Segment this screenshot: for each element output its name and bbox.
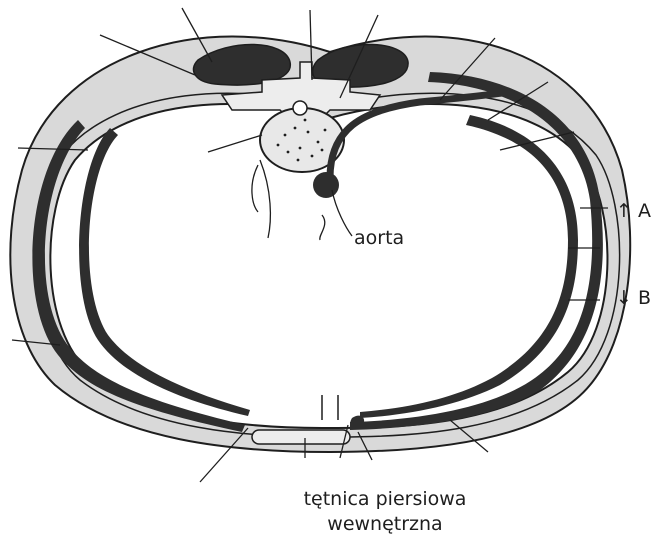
internal-thoracic-artery-label-line2: wewnętrzna [327, 513, 442, 535]
arrow-b-label: ↓ B [616, 287, 651, 309]
aorta-vessel [313, 172, 339, 198]
spinal-canal [293, 101, 307, 115]
aorta-label: aorta [354, 227, 404, 249]
rib-left [79, 128, 250, 416]
arrow-a-label: ↑ A [616, 200, 651, 222]
sternum [252, 430, 350, 444]
mediastinum-notch [322, 395, 338, 420]
internal-thoracic-artery-label-line1: tętnica piersiowa [304, 488, 467, 510]
